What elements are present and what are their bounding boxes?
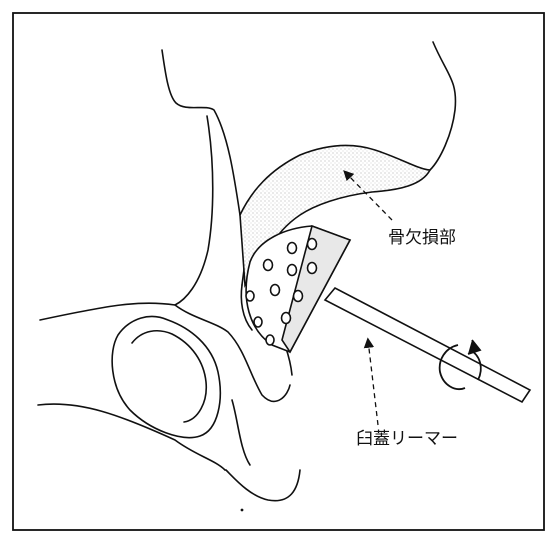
bone-defect-label: 骨欠損部 <box>388 228 456 248</box>
reamer-shaft <box>325 288 530 402</box>
stray-dot <box>241 509 244 512</box>
acetabular-reamer-label: 臼蓋リーマー <box>356 429 458 449</box>
reamer-leader <box>368 340 378 425</box>
